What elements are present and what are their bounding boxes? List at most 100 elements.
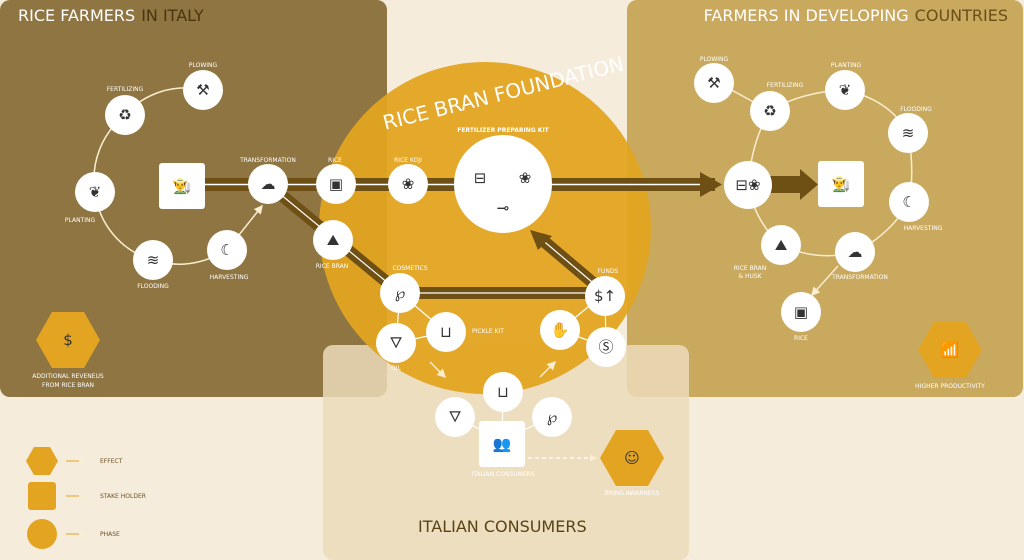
kit-icon: ⊟❀ [735, 176, 760, 194]
label: PICKLE KIT [472, 328, 504, 335]
water-icon: ≋ [147, 251, 160, 269]
dev-flooding-node: ≋FLOODING [888, 106, 932, 153]
rice-koji-node: ❀ RICE KOJI [388, 157, 428, 204]
consumers-stakeholder: 👥 ITALIAN CONSUMERS [471, 421, 535, 478]
label: PLANTING [831, 62, 862, 69]
container-icon: ⊟ [474, 169, 487, 187]
pile-icon: ☁ [848, 243, 863, 261]
cosmetics-node: ℘ COSMETICS [380, 265, 428, 313]
legend-stakeholder: STAKE HOLDER [100, 493, 146, 500]
dev-plowing-node: ⚒ PLOWING [694, 56, 734, 103]
funds-node: $↑FUNDS [585, 268, 625, 316]
label: HARVESTING [904, 225, 943, 232]
consumer-cosmetics-node: ℘ [532, 397, 572, 437]
label: BRING AWARNESS [605, 490, 660, 497]
italy-farmer-stakeholder: 👨‍🌾 [159, 163, 205, 209]
cosmetics-icon: ℘ [395, 284, 405, 302]
label: RICE KOJI [394, 157, 422, 164]
awareness-effect: ☺ BRING AWARNESS [600, 430, 664, 497]
oil-bottle-icon: 🜄 [389, 334, 402, 352]
fertilizer-bag-icon: ♻ [118, 106, 131, 124]
fertilizer-kit-node: ⊟❀⊸FERTILIZER PREPARING KIT [454, 127, 552, 233]
dev-fertilizing-node: ♻ FERTILIZING [750, 82, 804, 131]
label: RICE BRAN [734, 265, 766, 272]
basket-icon: ⊔ [497, 383, 509, 401]
head-icon: ☺ [624, 449, 640, 467]
label: FERTILIZING [767, 82, 804, 89]
koji-icon: ❀ [519, 169, 532, 187]
consumer-pickle-node: ⊔ [483, 372, 523, 412]
farmer-icon: 👨‍🌾 [172, 177, 192, 195]
label: TRANSFORMATION [831, 274, 888, 281]
label: FLOODING [137, 283, 169, 290]
label: HIGHER PRODUCTIVITY [915, 383, 985, 390]
italy-title-a: RICE FARMERS [18, 6, 135, 25]
dev-rice-bran-node: ⛰ RICE BRAN& HUSK [734, 225, 801, 280]
legend: EFFECT STAKE HOLDER PHASE [26, 447, 146, 549]
label: TRANSFORMATION [239, 157, 296, 164]
developing-title-a: FARMERS IN DEVELOPING [704, 6, 909, 25]
label: PLANTING [65, 217, 96, 224]
coin-icon: Ⓢ [598, 338, 613, 356]
sickle-icon: ☾ [902, 193, 915, 211]
italy-title: RICE FARMERS IN ITALY [18, 6, 204, 25]
oil-node: 🜄OIL [376, 323, 416, 372]
label: HARVESTING [210, 274, 249, 281]
label: & HUSK [738, 273, 762, 280]
to-consumers-arrow [429, 361, 447, 379]
italy-flooding-node: ≋ FLOODING [133, 240, 173, 290]
plow-icon: ⚒ [707, 74, 720, 92]
label: COSMETICS [392, 265, 427, 272]
people-icon: 👥 [493, 435, 512, 453]
farmer-icon: 👨‍🌾 [831, 175, 851, 193]
label: PLOWING [700, 56, 729, 63]
money-hand-node: ✋ [540, 310, 580, 350]
italy-transformation-node: ☁TRANSFORMATION [239, 157, 296, 204]
legend-effect: EFFECT [100, 458, 123, 465]
dev-rice-node: ▣RICE [781, 292, 821, 342]
consumer-oil-node: 🜄 [435, 397, 475, 437]
thermometer-icon: ⊸ [497, 199, 510, 217]
money-hand-icon: ✋ [551, 321, 570, 339]
italy-rice-node: ▣RICE [316, 157, 356, 204]
label: RICE [328, 157, 342, 164]
legend-circle-icon [27, 519, 57, 549]
fertilizer-bag-icon: ♻ [763, 102, 776, 120]
plow-icon: ⚒ [196, 81, 209, 99]
coin-node: Ⓢ [586, 327, 626, 367]
legend-hexagon-icon [26, 447, 58, 475]
plant-icon: ❦ [839, 81, 852, 99]
italy-harvesting-node: ☾ HARVESTING [207, 230, 249, 281]
to-funds-arrow [539, 360, 557, 378]
label: RICE BRAN [316, 263, 348, 270]
dev-harvesting-node: ☾ HARVESTING [889, 182, 943, 232]
plant-icon: ❦ [89, 183, 102, 201]
italy-plowing-node: ⚒ PLOWING [183, 62, 223, 110]
dev-planting-node: ❦ PLANTING [825, 62, 865, 110]
label: FUNDS [598, 268, 619, 275]
dollar-icon: $ [63, 331, 73, 349]
productivity-effect: 📶 HIGHER PRODUCTIVITY [915, 322, 985, 390]
bran-pile-icon: ⛰ [775, 236, 788, 254]
label: FLOODING [900, 106, 932, 113]
dev-farmer-stakeholder: 👨‍🌾 [818, 161, 864, 207]
dev-transformation-node: ☁ TRANSFORMATION [831, 232, 888, 281]
italy-planting-node: ❦ PLANTING [65, 172, 115, 224]
consumers-title: ITALIAN CONSUMERS [418, 517, 587, 536]
italy-fertilizing-node: ♻FERTILIZING [105, 86, 145, 135]
label: ITALIAN CONSUMERS [471, 471, 534, 478]
label: PLOWING [189, 62, 218, 69]
cosmetics-icon: ℘ [547, 408, 557, 426]
dev-kit-node: ⊟❀ [724, 161, 772, 209]
italy-title-b: IN ITALY [141, 6, 204, 25]
legend-square-icon [28, 482, 56, 510]
pickle-kit-node: ⊔ PICKLE KIT [426, 312, 504, 352]
koji-icon: ❀ [402, 175, 415, 193]
basket-icon: ⊔ [440, 323, 452, 341]
growth-chart-icon: 📶 [941, 341, 960, 359]
rice-bag-icon: ▣ [794, 303, 808, 321]
sickle-icon: ☾ [220, 241, 233, 259]
